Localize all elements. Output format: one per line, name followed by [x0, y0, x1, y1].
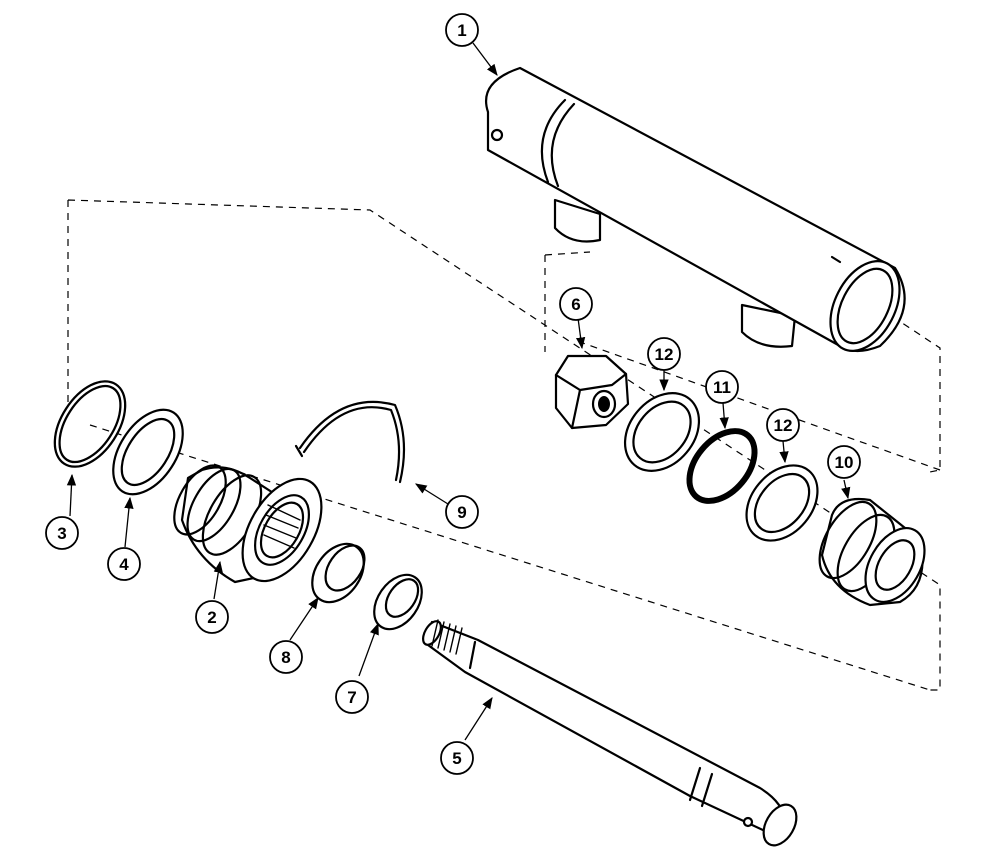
cylinder-barrel [485, 66, 906, 353]
backup-ring-lower [745, 464, 819, 542]
callout-11: 11 [705, 370, 739, 404]
piston-rod [422, 619, 798, 847]
callout-8-label: 8 [281, 648, 290, 667]
rod-seal [373, 573, 423, 631]
callout-12-upper-label: 12 [655, 345, 674, 364]
callout-1-label: 1 [457, 21, 466, 40]
callout-10-label: 10 [835, 453, 854, 472]
callout-12-lower: 12 [766, 408, 800, 442]
callout-7: 7 [335, 680, 369, 714]
callout-5-label: 5 [452, 749, 461, 768]
piston [818, 497, 926, 607]
hex-nut [554, 354, 630, 430]
callout-12-upper: 12 [647, 337, 681, 371]
callout-10: 10 [827, 445, 861, 479]
callout-2: 2 [195, 600, 229, 634]
callout-7-label: 7 [347, 688, 356, 707]
leader-arrows [66, 42, 851, 741]
callout-12-lower-label: 12 [774, 416, 793, 435]
callout-9: 9 [445, 495, 479, 529]
backup-ring-left [112, 408, 184, 496]
callout-8: 8 [269, 640, 303, 674]
callout-3: 3 [45, 516, 79, 550]
callout-4: 4 [107, 547, 141, 581]
callout-11-label: 11 [713, 378, 731, 397]
callout-2-label: 2 [207, 608, 216, 627]
callout-1: 1 [445, 13, 479, 47]
gland [173, 464, 323, 584]
callout-6-label: 6 [571, 295, 580, 314]
wear-ring [311, 542, 366, 604]
callout-3-label: 3 [57, 524, 66, 543]
backup-ring-upper [623, 392, 701, 472]
callout-4-label: 4 [119, 555, 129, 574]
callout-9-label: 9 [457, 503, 466, 522]
wire-ring [294, 400, 406, 484]
o-ring-small [53, 380, 127, 468]
callout-5: 5 [440, 741, 474, 775]
callout-6: 6 [559, 287, 593, 321]
o-ring [686, 428, 758, 504]
